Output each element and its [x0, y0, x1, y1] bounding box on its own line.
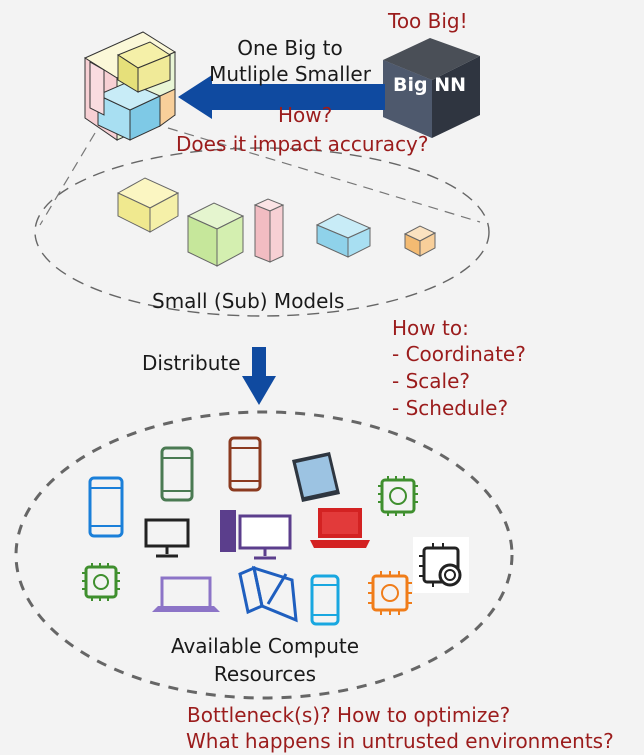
- combined-cube-icon: [83, 31, 177, 141]
- yellow-cube-icon: [116, 177, 180, 233]
- chip-black-icon: [413, 537, 469, 593]
- one-big-label-line1: One Big to: [237, 36, 343, 60]
- phone-cyan-icon: [310, 574, 340, 626]
- laptop-purple-icon: [152, 576, 220, 612]
- desktop-purple-icon: [220, 510, 292, 560]
- orange-cube-icon: [403, 225, 437, 257]
- pink-cube-icon: [253, 198, 285, 263]
- chip-green-icon: [378, 476, 418, 516]
- chip-orange-icon: [368, 571, 412, 615]
- small-models-ellipse: [34, 147, 490, 317]
- monitor-icon: [144, 518, 190, 558]
- how-label: How?: [278, 103, 333, 127]
- big-nn-label: Big NN: [393, 74, 467, 96]
- zoom-line-left: [39, 132, 96, 226]
- distribute-label: Distribute: [142, 351, 241, 375]
- zoom-line-right: [167, 127, 481, 223]
- coordinate-item: - Coordinate?: [392, 342, 526, 366]
- available-compute-line2: Resources: [213, 662, 317, 686]
- untrusted-question: What happens in untrusted environments?: [186, 729, 614, 753]
- too-big-label: Too Big!: [388, 9, 468, 33]
- tablet-pen-icon: [238, 565, 298, 623]
- available-compute-line1: Available Compute: [170, 634, 360, 658]
- big-nn-cube-icon: [383, 38, 480, 138]
- one-big-to-smaller-arrow: [178, 75, 385, 119]
- phone-green-icon: [160, 446, 194, 502]
- green-cube-icon: [186, 202, 245, 267]
- blue-cube-icon: [315, 213, 372, 258]
- one-big-label-line2: Mutliple Smaller: [209, 62, 371, 86]
- scale-item: - Scale?: [392, 369, 470, 393]
- small-models-label: Small (Sub) Models: [152, 289, 345, 313]
- schedule-item: - Schedule?: [392, 396, 509, 420]
- phone-brown-icon: [228, 436, 262, 492]
- phone-blue-icon: [88, 476, 124, 538]
- bottleneck-question: Bottleneck(s)? How to optimize?: [187, 703, 511, 727]
- compute-resources-ellipse: [14, 410, 514, 700]
- distribute-arrow: [242, 347, 276, 405]
- accuracy-question: Does it impact accuracy?: [176, 132, 429, 156]
- how-to-label: How to:: [392, 316, 469, 340]
- tablet-icon: [292, 452, 340, 502]
- laptop-red-icon: [310, 508, 370, 548]
- chip-green-small-icon: [82, 563, 120, 601]
